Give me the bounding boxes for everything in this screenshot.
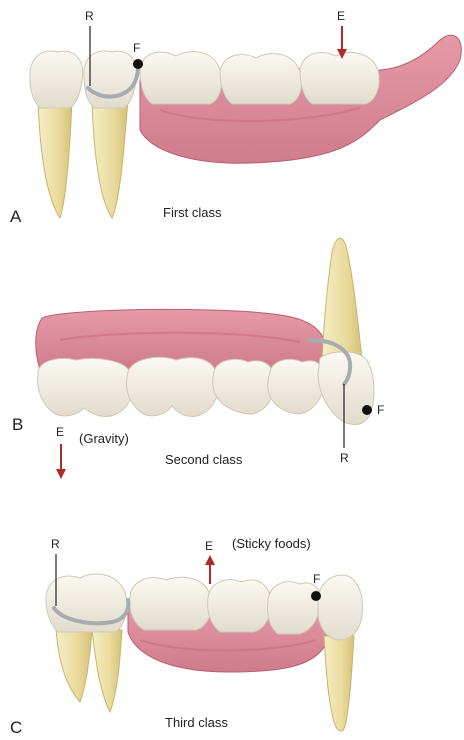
panel-a-label-r: R bbox=[85, 9, 94, 23]
panel-a-caption: First class bbox=[163, 205, 222, 220]
panel-b-fulcrum-dot bbox=[362, 405, 372, 415]
panel-b-label-f: F bbox=[377, 403, 384, 417]
panel-c-effort-note: (Sticky foods) bbox=[232, 536, 311, 551]
panel-c-canine-crown bbox=[318, 575, 362, 640]
panel-a-molar-2-crown bbox=[220, 54, 302, 104]
panel-b-premolar-1-crown bbox=[213, 359, 275, 414]
panel-a-fulcrum-dot bbox=[133, 59, 143, 69]
panel-b-molar-1-crown bbox=[38, 359, 133, 417]
panel-c-label-e: E bbox=[205, 539, 213, 553]
panel-c-crown-2 bbox=[208, 580, 271, 632]
panel-b-effort-note: (Gravity) bbox=[79, 431, 129, 446]
panel-b: F R E (Gravity) B Second class bbox=[12, 238, 384, 474]
panel-c-canine-root bbox=[324, 636, 354, 731]
panel-b-label-r: R bbox=[340, 451, 349, 465]
panel-a-label-f: F bbox=[133, 41, 140, 55]
panel-c-molar-root-distal bbox=[92, 630, 122, 712]
panel-b-letter: B bbox=[12, 415, 23, 434]
panel-a-molar-1-crown bbox=[140, 52, 222, 104]
panel-a-premolar-1-crown bbox=[30, 51, 83, 108]
panel-c-crown-3 bbox=[267, 582, 320, 634]
panel-a-premolar-1-root bbox=[38, 100, 72, 218]
panel-c-crown-1 bbox=[130, 577, 212, 630]
panel-a-premolar-2-crown bbox=[84, 51, 137, 108]
panel-a-letter: A bbox=[10, 207, 22, 226]
panel-c-caption: Third class bbox=[165, 715, 228, 730]
panel-a-molar-3-crown bbox=[300, 52, 379, 104]
panel-c-label-r: R bbox=[51, 537, 60, 551]
panel-c: R E (Sticky foods) F C Third class bbox=[10, 536, 362, 737]
panel-a: R F E A First class bbox=[10, 9, 461, 226]
panel-b-premolar-2-crown bbox=[268, 359, 324, 414]
panel-a-premolar-2-root bbox=[92, 100, 128, 218]
panel-b-molar-2-crown bbox=[126, 357, 218, 416]
panel-c-molar-root-mesial bbox=[56, 628, 92, 702]
panel-c-letter: C bbox=[10, 718, 22, 737]
panel-c-label-f: F bbox=[313, 572, 320, 586]
panel-b-caption: Second class bbox=[165, 452, 243, 467]
panel-b-label-e: E bbox=[56, 425, 64, 439]
panel-a-label-e: E bbox=[337, 9, 345, 23]
panel-c-fulcrum-dot bbox=[311, 591, 321, 601]
